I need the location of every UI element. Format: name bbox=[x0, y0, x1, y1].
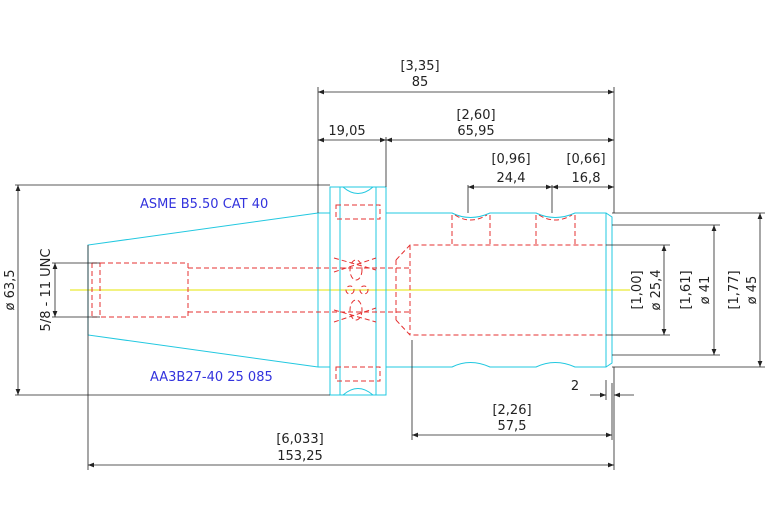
dim-groove-pitch-a-inch: [0,96] bbox=[491, 152, 530, 167]
dimension-lines bbox=[87, 87, 634, 470]
dim-collar-diameter-mm: ø 41 bbox=[698, 276, 713, 305]
dim-body-diameter-inch: [1,77] bbox=[727, 270, 742, 309]
dim-overall-projection-mm: 85 bbox=[412, 75, 429, 90]
dim-bore-diameter-inch: [1,00] bbox=[630, 270, 645, 309]
dimension-lines-vertical bbox=[15, 184, 765, 396]
dim-bore-diameter-mm: ø 25,4 bbox=[649, 269, 664, 310]
dim-groove-pitch-b-mm: 16,8 bbox=[572, 171, 601, 186]
dim-body-diameter-mm: ø 45 bbox=[745, 276, 760, 305]
note-part-number: AA3B27-40 25 085 bbox=[150, 370, 273, 385]
dim-groove-pitch-a-mm: 24,4 bbox=[497, 171, 526, 186]
dim-bore-depth-inch: [2,26] bbox=[492, 403, 531, 418]
dim-overall-projection-inch: [3,35] bbox=[400, 59, 439, 74]
dim-bore-depth-mm: 57,5 bbox=[498, 419, 527, 434]
dim-groove-pitch-b-inch: [0,66] bbox=[566, 152, 605, 167]
dim-end-step-mm: 2 bbox=[571, 379, 579, 394]
dim-retention-thread: 5/8 - 11 UNC bbox=[39, 249, 54, 332]
body-outline bbox=[87, 186, 613, 396]
dim-collar-diameter-inch: [1,61] bbox=[679, 270, 694, 309]
note-standard: ASME B5.50 CAT 40 bbox=[140, 197, 268, 212]
dim-overall-length-mm: 153,25 bbox=[277, 449, 323, 464]
dim-flange-width-mm: 19,05 bbox=[328, 124, 365, 139]
dim-body-length-inch: [2,60] bbox=[456, 108, 495, 123]
dim-body-length-mm: 65,95 bbox=[457, 124, 494, 139]
dim-overall-length-inch: [6,033] bbox=[276, 432, 323, 447]
hidden-features bbox=[91, 204, 606, 382]
dim-taper-diameter: ø 63,5 bbox=[3, 269, 18, 310]
